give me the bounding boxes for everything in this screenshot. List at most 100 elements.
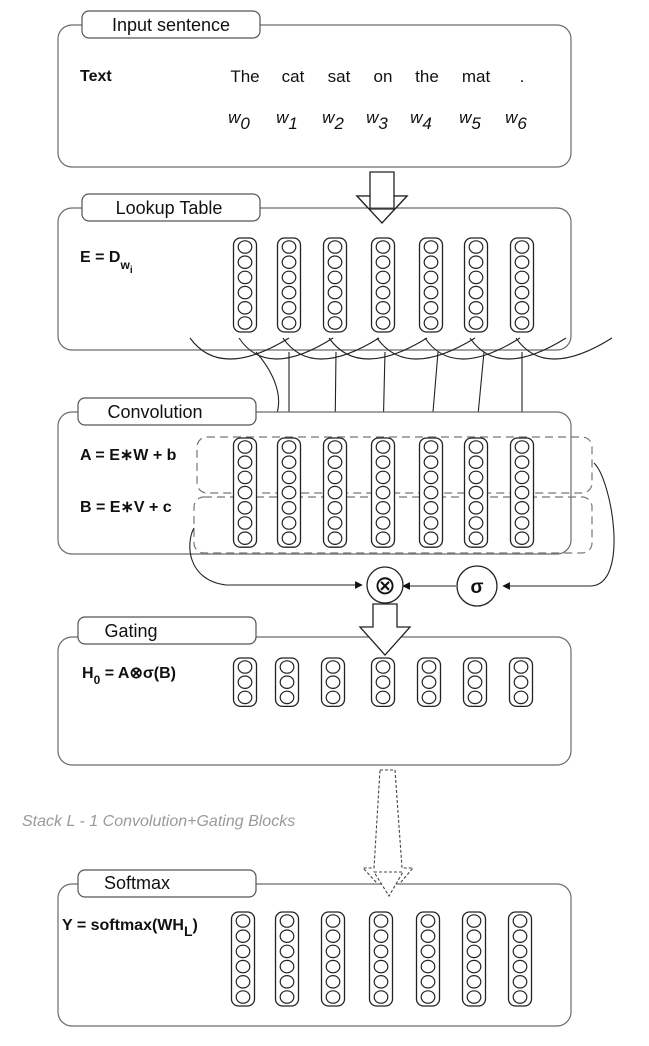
neuron [423, 485, 439, 500]
neuron [373, 914, 389, 928]
neuron [514, 440, 530, 454]
neuron [237, 500, 253, 515]
neuron [327, 440, 343, 454]
neuron [467, 660, 483, 674]
convolution-vector-1 [276, 437, 302, 548]
neuron [375, 675, 391, 689]
neuron [420, 959, 436, 974]
neuron [237, 675, 253, 689]
token-index: w3 [366, 108, 388, 133]
softmax-block: Softmax Y = softmax(WHL) [57, 869, 572, 1027]
convolution-box [57, 411, 572, 555]
gating-vector-1 [274, 657, 300, 708]
token-index: w5 [459, 108, 481, 133]
neuron [327, 285, 343, 300]
gating-vector-0 [232, 657, 258, 708]
gating-vector-5 [462, 657, 488, 708]
embedding-vector-4 [418, 237, 444, 333]
neuron [420, 990, 436, 1004]
neuron [468, 285, 484, 300]
lookup-formula-subsub: i [130, 265, 133, 276]
neuron [281, 500, 297, 515]
neuron [327, 516, 343, 530]
token-index-sub: 3 [378, 114, 388, 133]
token-index-sub: 2 [333, 114, 344, 133]
neuron [514, 470, 530, 485]
gating-vector-6 [508, 657, 534, 708]
softmax-box [57, 883, 572, 1027]
embedding-vectors [232, 237, 535, 333]
neuron [235, 959, 251, 974]
lookup-table-box [57, 207, 572, 351]
neuron [468, 300, 484, 315]
convolution-vector-0 [232, 437, 258, 548]
neuron [373, 974, 389, 989]
token-index: w6 [505, 108, 527, 133]
neuron [514, 240, 530, 254]
neuron [375, 485, 391, 500]
softmax-vectors [230, 911, 533, 1007]
neuron [237, 316, 253, 330]
dotted-arrow-tip-over-softmax [373, 871, 404, 898]
neuron [235, 974, 251, 989]
neuron [423, 270, 439, 285]
neuron [423, 300, 439, 315]
input-sentence-tab [81, 10, 261, 39]
neuron [325, 944, 341, 959]
neuron [237, 660, 253, 674]
token-word: mat [462, 67, 491, 86]
sigma-symbol: σ [471, 577, 484, 598]
neuron [373, 990, 389, 1004]
neuron [279, 675, 295, 689]
gating-mechanism: ⊗ σ [189, 462, 615, 607]
softmax-vector-6 [507, 911, 533, 1007]
token-index-letter: w [410, 108, 424, 127]
convolution-vector-6 [509, 437, 535, 548]
gating-tab [77, 616, 257, 645]
gating-formula-sub: 0 [94, 673, 101, 687]
softmax-formula-rest: ) [193, 917, 198, 934]
neuron [423, 531, 439, 545]
embedding-vector-2 [322, 237, 348, 333]
neuron [281, 270, 297, 285]
neuron [281, 485, 297, 500]
neuron [281, 316, 297, 330]
neuron [467, 675, 483, 689]
gating-vector-2 [320, 657, 346, 708]
token-word: . [520, 67, 525, 86]
token-index-letter: w [322, 108, 336, 127]
neuron [237, 300, 253, 315]
neuron [325, 974, 341, 989]
convolution-formula-b: B = E∗V + c [80, 499, 172, 516]
neuron [514, 516, 530, 530]
neuron [327, 470, 343, 485]
input-sentence-box [57, 24, 572, 168]
token-word: sat [328, 67, 351, 86]
neuron [235, 929, 251, 943]
neuron [281, 531, 297, 545]
neuron [468, 485, 484, 500]
neuron [375, 240, 391, 254]
neuron [279, 914, 295, 928]
neuron [467, 690, 483, 705]
neuron [235, 990, 251, 1004]
neuron [375, 690, 391, 705]
embedding-vector-6 [509, 237, 535, 333]
softmax-formula-main: Y = softmax(WH [62, 917, 184, 934]
neuron [325, 675, 341, 689]
softmax-vector-5 [461, 911, 487, 1007]
neuron [327, 455, 343, 469]
token-index-sub: 0 [240, 114, 250, 133]
neuron [375, 440, 391, 454]
neuron [514, 531, 530, 545]
neuron [281, 470, 297, 485]
neuron [468, 240, 484, 254]
hollow-arrow-gate-to-gating [358, 603, 412, 656]
neuron [514, 285, 530, 300]
neuron [468, 516, 484, 530]
neuron [421, 660, 437, 674]
lookup-table-tab [81, 193, 261, 222]
neuron [327, 531, 343, 545]
neuron [325, 914, 341, 928]
